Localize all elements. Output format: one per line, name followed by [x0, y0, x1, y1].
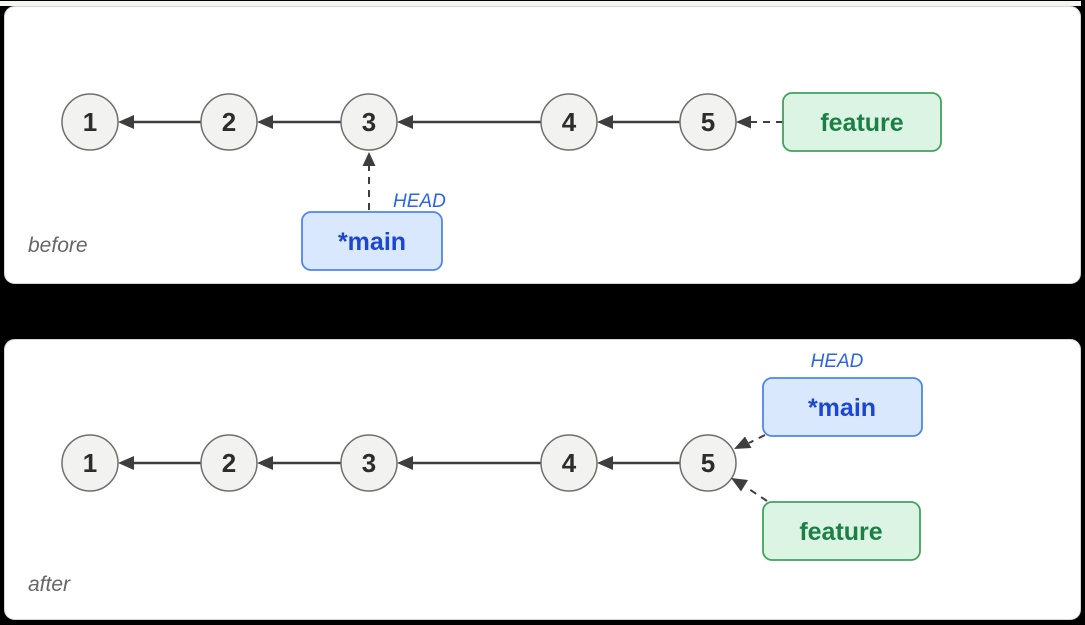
panel-card — [4, 6, 1081, 284]
commit-node — [679, 434, 737, 492]
panel-after: 1 2 3 4 5 *main HEAD — [4, 339, 1081, 620]
commit-chain: 1 2 3 4 5 — [61, 434, 737, 492]
feature-branch-pointer: feature — [736, 92, 942, 152]
commit-label: 5 — [701, 448, 715, 478]
commit-node — [340, 434, 398, 492]
main-branch-label: *main — [808, 394, 876, 422]
arrowhead-downleft-icon — [731, 478, 748, 492]
commit-node — [340, 93, 398, 151]
commit-label: 5 — [701, 107, 715, 137]
commit-label: 2 — [222, 448, 236, 478]
commit-label: 3 — [362, 107, 376, 137]
feature-branch-box — [762, 501, 921, 561]
commit-node — [540, 93, 598, 151]
head-label: HEAD — [811, 351, 864, 372]
main-branch-pointer: *main HEAD — [301, 152, 446, 271]
feature-branch-label: feature — [820, 109, 903, 137]
commit-label: 3 — [362, 448, 376, 478]
commit-node — [61, 434, 119, 492]
arrowhead-upleft-icon — [734, 436, 752, 449]
top-strip — [0, 1, 1081, 6]
main-branch-box — [762, 377, 923, 437]
branch-dashed-edge — [748, 434, 766, 444]
panel-caption: after — [28, 573, 71, 596]
arrowhead-left-icon — [397, 115, 413, 129]
feature-branch-box — [782, 92, 942, 152]
commit-node — [200, 434, 258, 492]
arrowhead-left-icon — [257, 115, 273, 129]
commit-label: 1 — [83, 107, 97, 137]
commit-edges — [118, 115, 680, 129]
arrowhead-left-icon — [597, 115, 613, 129]
arrowhead-left-icon — [397, 456, 413, 470]
arrowhead-left-icon — [597, 456, 613, 470]
main-branch-pointer: *main HEAD — [734, 351, 923, 449]
commit-label: 4 — [562, 107, 577, 137]
after-diagram: 1 2 3 4 5 *main HEAD — [4, 339, 1081, 620]
arrowhead-left-icon — [257, 456, 273, 470]
arrowhead-up-icon — [362, 152, 376, 166]
feature-branch-label: feature — [799, 518, 882, 546]
arrowhead-left-icon — [118, 115, 134, 129]
head-label: HEAD — [393, 191, 446, 212]
panel-before: 1 2 3 4 5 feature — [4, 6, 1081, 284]
commit-label: 2 — [222, 107, 236, 137]
arrowhead-left-icon — [736, 115, 751, 129]
commit-chain: 1 2 3 4 5 — [61, 93, 737, 151]
arrowhead-left-icon — [118, 456, 134, 470]
before-diagram: 1 2 3 4 5 feature — [4, 6, 1081, 284]
branch-dashed-edge — [745, 486, 768, 502]
main-branch-label: *main — [338, 228, 406, 256]
commit-label: 4 — [562, 448, 577, 478]
main-branch-box — [301, 211, 443, 271]
panel-caption: before — [28, 234, 88, 257]
commit-edges — [118, 456, 680, 470]
commit-node — [540, 434, 598, 492]
feature-branch-pointer: feature — [731, 478, 921, 561]
commit-label: 1 — [83, 448, 97, 478]
commit-node — [61, 93, 119, 151]
commit-node — [200, 93, 258, 151]
